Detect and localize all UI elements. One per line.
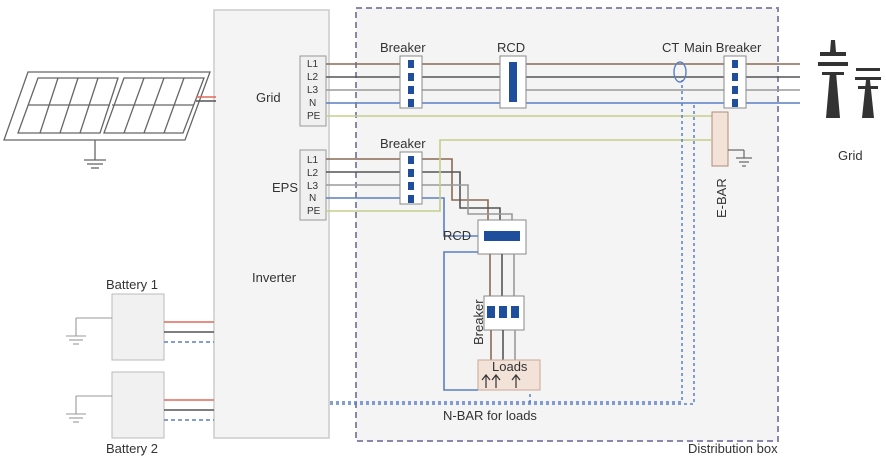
eps-pin-l1: L1 <box>307 155 319 166</box>
main-breaker <box>723 55 747 109</box>
e-bar-label: E-BAR <box>714 178 729 218</box>
eps-rcd-toggle <box>484 231 520 241</box>
battery-1 <box>111 293 165 361</box>
battery-1-label: Battery 1 <box>106 277 158 292</box>
grid-pin-l3: L3 <box>307 85 319 96</box>
battery-2-cables <box>164 399 214 421</box>
grid-pin-l2: L2 <box>307 72 319 83</box>
eps-breaker-label: Breaker <box>380 136 426 151</box>
battery-2-ground-icon <box>66 395 112 423</box>
eps-terminal-block <box>299 149 327 221</box>
loads-breaker-label: Breaker <box>471 299 486 345</box>
main-breaker-contacts <box>732 60 738 107</box>
eps-pin-l2: L2 <box>307 168 319 179</box>
inverter-label: Inverter <box>252 270 297 285</box>
loads-breaker-contacts <box>487 306 519 318</box>
battery-1-cables <box>164 321 214 343</box>
eps-breaker-contacts <box>408 156 414 203</box>
grid-rcd-label: RCD <box>497 40 525 55</box>
battery-1-ground-icon <box>66 317 112 345</box>
n-bar-lines <box>330 80 695 405</box>
eps-breaker <box>399 151 423 205</box>
grid-pin-pe: PE <box>307 111 321 122</box>
loads-feed-wires <box>490 330 516 360</box>
grid-breaker <box>399 55 423 109</box>
grid-pin-l1: L1 <box>307 59 319 70</box>
n-bar-label: N-BAR for loads <box>443 408 537 423</box>
eps-rcd-label: RCD <box>443 228 471 243</box>
ct-sensor <box>673 61 687 83</box>
e-bar <box>711 111 729 167</box>
loads-neutral-wire <box>443 251 478 391</box>
eps-port-label: EPS <box>272 180 298 195</box>
eps-pin-pe: PE <box>307 206 321 217</box>
eps-pin-n: N <box>309 193 316 204</box>
distribution-box <box>355 7 779 442</box>
pv-dc-cable <box>196 96 216 102</box>
ct-label: CT <box>662 40 679 55</box>
load-arrow-icons <box>481 374 521 388</box>
loads-box <box>477 359 541 391</box>
grid-right-label: Grid <box>838 148 863 163</box>
solar-panel-icon <box>3 71 211 169</box>
main-breaker-label: Main Breaker <box>684 40 762 55</box>
loads-label: Loads <box>492 359 528 374</box>
eps-pin-l3: L3 <box>307 181 319 192</box>
eps-load-wires <box>489 254 515 296</box>
grid-terminal-block <box>299 55 327 127</box>
distribution-box-label: Distribution box <box>688 441 778 456</box>
battery-2 <box>111 371 165 439</box>
grid-pylon-icon <box>818 40 881 118</box>
earth-ground-icon <box>728 149 752 167</box>
grid-pin-n: N <box>309 98 316 109</box>
grid-breaker-contacts <box>408 60 414 107</box>
grid-breaker-label: Breaker <box>380 40 426 55</box>
grid-rcd-toggle <box>509 62 517 102</box>
battery-2-label: Battery 2 <box>106 441 158 456</box>
grid-port-label: Grid <box>256 90 281 105</box>
